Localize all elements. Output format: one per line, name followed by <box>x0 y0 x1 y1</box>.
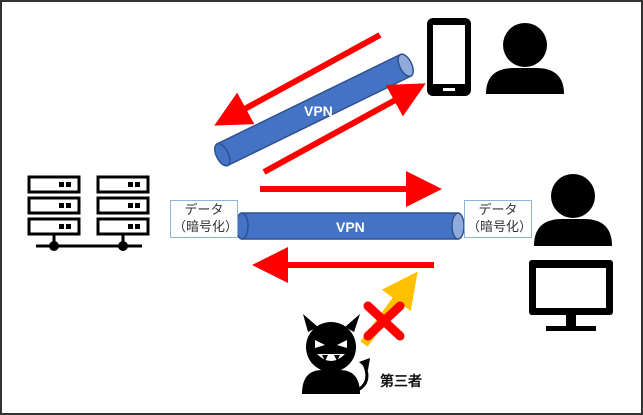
data-label-left-line2: （暗号化） <box>173 220 239 235</box>
person-icon-pc-user <box>534 174 612 246</box>
vpn-tunnel-main <box>235 212 465 240</box>
monitor-icon <box>529 260 613 331</box>
vpn-label-main: VPN <box>336 219 365 235</box>
smartphone-icon <box>427 18 471 96</box>
data-label-left-line1: データ <box>184 203 224 218</box>
cross-icon <box>363 301 405 341</box>
data-label-right-line2: （暗号化） <box>467 220 533 235</box>
data-encrypted-label-right: データ （暗号化） <box>464 200 532 238</box>
vpn-label-upper: VPN <box>304 103 333 119</box>
arrow-upper-to-server <box>214 32 382 126</box>
person-icon-phone-user <box>486 23 564 94</box>
data-label-right-line1: データ <box>478 203 518 218</box>
attacker-label: 第三者 <box>380 374 422 390</box>
server-rack-icon <box>27 175 150 251</box>
devil-icon <box>302 314 370 394</box>
vpn-tunnel-upper <box>214 53 414 167</box>
data-encrypted-label-left: データ （暗号化） <box>170 200 238 238</box>
arrow-upper-to-phone <box>262 83 426 175</box>
